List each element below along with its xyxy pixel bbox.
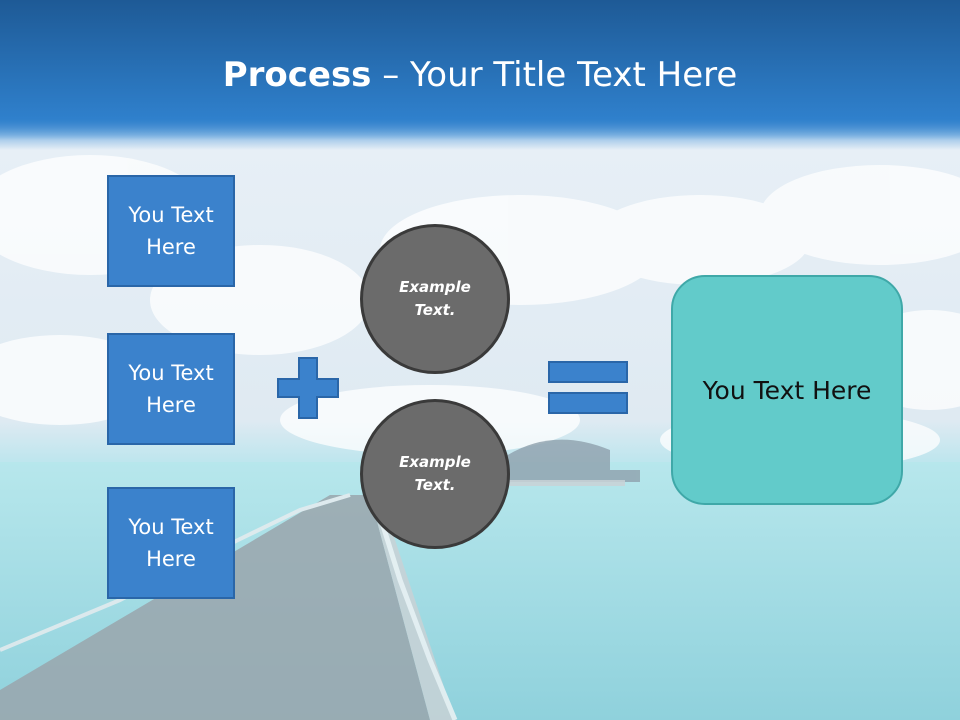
plus-icon	[277, 357, 339, 419]
result-box[interactable]: You Text Here	[671, 275, 903, 505]
input-box-3[interactable]: You Text Here	[107, 487, 235, 599]
title-rest: – Your Title Text Here	[371, 55, 738, 95]
equals-icon	[548, 361, 628, 414]
input-box-2[interactable]: You Text Here	[107, 333, 235, 445]
example-circle-2[interactable]: Example Text.	[360, 399, 510, 549]
title-bold: Process	[222, 55, 372, 95]
slide-title: Process – Your Title Text Here	[0, 52, 960, 98]
example-circle-1[interactable]: Example Text.	[360, 224, 510, 374]
input-box-1[interactable]: You Text Here	[107, 175, 235, 287]
